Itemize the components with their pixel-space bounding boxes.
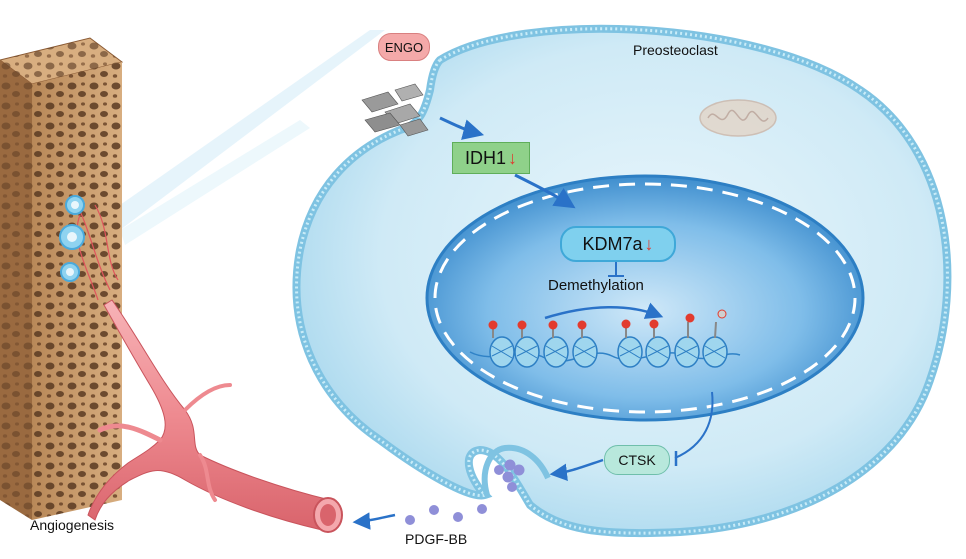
zoom-connector xyxy=(120,30,385,230)
nucleosome-icon xyxy=(617,336,643,368)
nucleosome-icon xyxy=(572,336,598,368)
engo-label: ENGO xyxy=(378,33,430,61)
ctsk-text: CTSK xyxy=(618,452,656,468)
kdm7a-text: KDM7a xyxy=(582,233,643,254)
zoom-connector-lower xyxy=(120,120,310,245)
preosteoclast-label: Preosteoclast xyxy=(633,42,718,58)
secretory-vesicle xyxy=(481,444,551,496)
nucleus-to-ctsk-inhibit xyxy=(674,391,714,459)
mitochondrion-icon xyxy=(699,99,777,137)
nucleosome-icon xyxy=(674,336,700,368)
bone-block-icon xyxy=(0,37,124,520)
idh1-down-arrow-icon: ↓ xyxy=(508,147,517,168)
kdm7a-down-arrow-icon: ↓ xyxy=(644,233,654,254)
pdgf-bb-molecules xyxy=(405,504,487,525)
nucleosome-icon xyxy=(645,336,671,368)
blood-vessel-icon xyxy=(87,299,343,533)
kdm7a-pill: KDM7a ↓ xyxy=(560,226,676,262)
methyl-group-icon xyxy=(488,309,727,339)
demethylation-arrow xyxy=(544,302,664,320)
angiogenesis-label: Angiogenesis xyxy=(30,517,115,533)
nucleosome-icon xyxy=(702,336,728,368)
demethylation-label: Demethylation xyxy=(548,277,644,294)
nucleus xyxy=(425,174,865,422)
graphene-oxide-icon xyxy=(361,83,429,137)
pdgf-to-vessel-arrow xyxy=(352,512,396,530)
idh1-text: IDH1 xyxy=(464,147,506,168)
ctsk-to-vesicle-arrow xyxy=(549,458,604,482)
engo-text: ENGO xyxy=(384,39,424,55)
nucleosome-icon xyxy=(489,336,515,368)
ctsk-pill: CTSK xyxy=(604,445,670,475)
engo-to-idh1-arrow xyxy=(439,116,485,140)
idh1-to-kdm7a-arrow xyxy=(514,173,576,209)
pdgf-bb-label: PDGF-BB xyxy=(405,531,468,547)
nucleosome-group xyxy=(469,309,741,368)
idh1-box: IDH1 ↓ xyxy=(452,142,530,174)
nucleosome-icon xyxy=(543,336,569,368)
nucleosome-icon xyxy=(514,336,540,368)
